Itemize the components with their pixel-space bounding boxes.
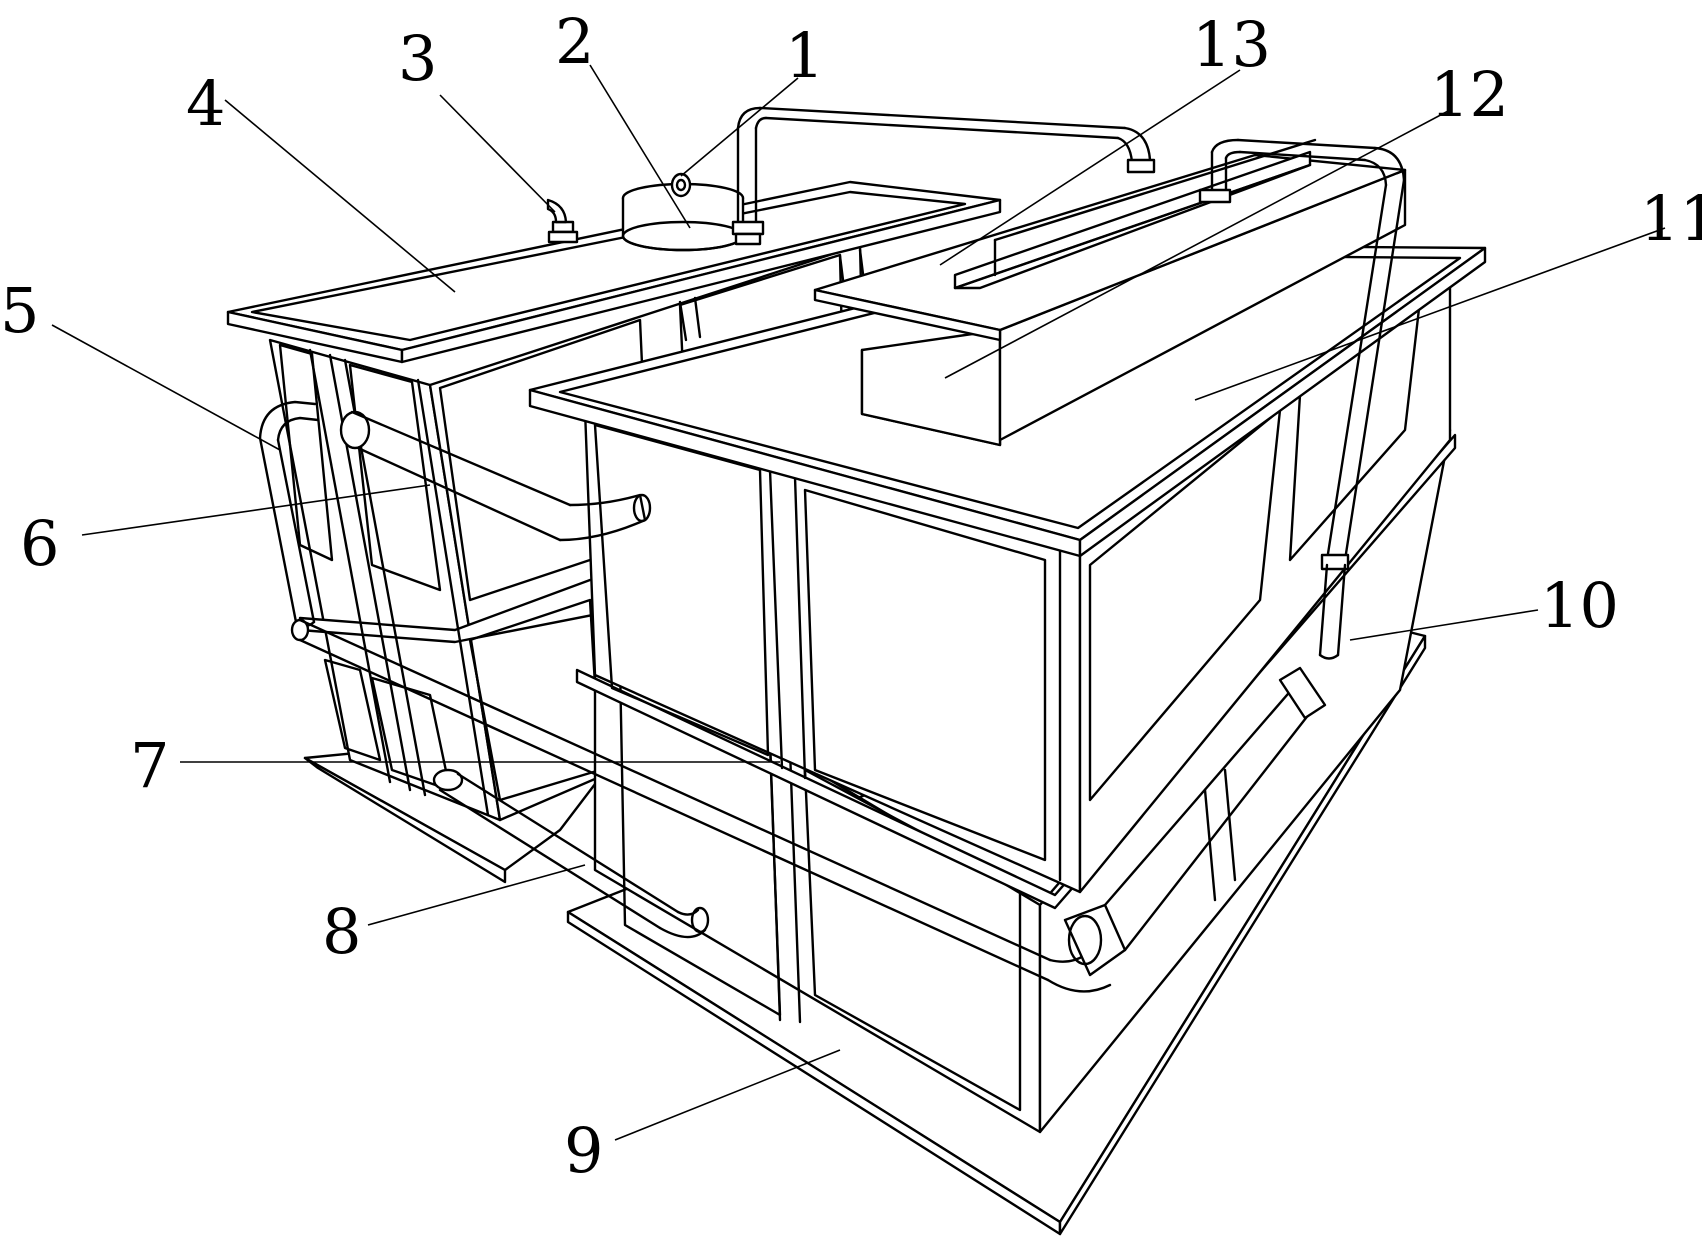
lifting-ring [670, 172, 692, 198]
top-box [813, 138, 1407, 447]
leader-2 [589, 64, 691, 229]
vent-nozzle [546, 198, 579, 244]
leader-11 [1194, 227, 1666, 401]
callout-3: 3 [398, 22, 437, 95]
front-tank-unit [528, 243, 1487, 1134]
callout-6: 6 [20, 507, 59, 580]
leader-1 [680, 77, 799, 177]
leader-lines [51, 64, 1666, 1141]
callout-12: 12 [1430, 58, 1509, 131]
callout-9: 9 [564, 1114, 603, 1187]
callout-7: 7 [130, 729, 169, 802]
leader-12 [944, 109, 1451, 379]
leader-6 [81, 484, 431, 536]
leader-10 [1349, 609, 1539, 641]
leader-8 [367, 864, 586, 926]
bottom-drain-pipe [432, 768, 710, 939]
connecting-pipe [339, 410, 652, 542]
callout-5: 5 [0, 274, 39, 347]
callout-13: 13 [1192, 8, 1271, 81]
callout-8: 8 [322, 895, 361, 968]
callout-2: 2 [555, 5, 594, 78]
callout-11: 11 [1640, 182, 1702, 255]
callout-labels: 1 2 3 4 5 6 7 8 9 10 11 12 13 [0, 5, 1702, 1187]
callout-10: 10 [1540, 569, 1619, 642]
top-overflow-pipe [731, 106, 1156, 246]
side-vertical-pipe [258, 400, 320, 628]
leader-9 [614, 1049, 841, 1141]
right-riser-pipe [1198, 138, 1406, 660]
leader-13 [939, 69, 1241, 266]
callout-4: 4 [186, 67, 225, 140]
leader-4 [224, 99, 456, 293]
ring-drain-pipe [290, 618, 1327, 993]
leader-5 [51, 324, 281, 451]
callout-1: 1 [785, 19, 824, 92]
leader-3 [439, 94, 556, 213]
